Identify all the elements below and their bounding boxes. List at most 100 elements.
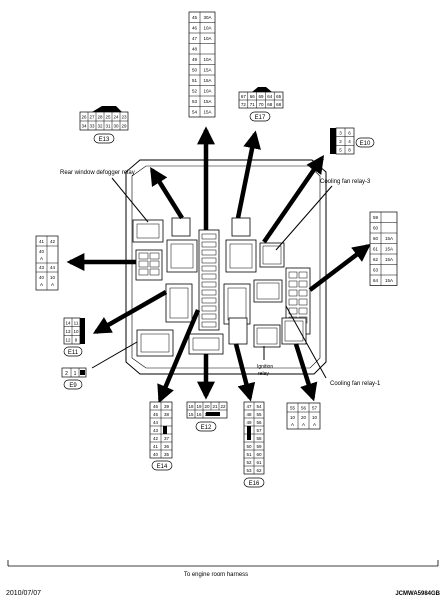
e16-pin: 48	[246, 412, 252, 417]
e9-cell-1: 1	[74, 371, 77, 377]
e17-pin: 65	[276, 94, 282, 99]
e16-pin: 47	[246, 404, 252, 409]
fuse-rating: 10A	[203, 89, 211, 94]
relay-left	[166, 239, 198, 273]
leader-e9	[91, 341, 138, 369]
connector-e11-label: E11	[68, 350, 79, 356]
fuse-rating: 15A	[385, 247, 393, 252]
fuse-number: 60	[373, 236, 379, 241]
e10-pin: 2	[339, 139, 342, 144]
e11-pin: 11	[74, 320, 79, 325]
fuse-number: 53	[192, 99, 198, 104]
fuse-rating-unit: A	[291, 422, 294, 427]
e12-pin: 20	[204, 404, 210, 409]
e14-pin: 35	[164, 452, 170, 457]
e14-pin: 37	[164, 436, 170, 441]
relay-right	[225, 239, 257, 273]
relay-right-mid	[253, 279, 283, 303]
fuse-rating: 10A	[203, 26, 211, 31]
e10-pin: 4	[348, 139, 351, 144]
e17-pin: 72	[241, 102, 247, 107]
small-relay-top-left	[171, 217, 191, 237]
e13-pin: 23	[121, 115, 127, 120]
harness-label: To engine room harness	[184, 572, 248, 578]
e11-pin: 9	[75, 338, 78, 343]
e10-pin: 3	[339, 130, 342, 135]
e16-pin: 52	[246, 460, 252, 465]
e16-pin: 55	[256, 412, 262, 417]
fuse-number: 42	[50, 239, 56, 244]
e16-pin: 54	[256, 404, 262, 409]
fuse-number: 41	[39, 239, 45, 244]
e16-pin: 50	[246, 444, 252, 449]
e12-pin: 19	[196, 404, 202, 409]
connector-e13-label: E13	[99, 137, 110, 143]
e11-pin: 12	[65, 338, 71, 343]
connector-e12-label: E12	[201, 425, 212, 431]
connector-housing-e16	[223, 283, 251, 325]
fuse-rating-unit: A	[313, 422, 316, 427]
e17-pin: 64	[267, 94, 273, 99]
connector-e9-label: E9	[69, 383, 77, 389]
fuse-number: 48	[192, 47, 198, 52]
label-rear-defogger-relay: Rear window defogger relay	[60, 170, 135, 176]
label-ignition-relay-2: relay	[258, 371, 269, 377]
leader-cooling-fan-relay-1	[285, 305, 327, 379]
e17-pin: 67	[241, 94, 247, 99]
fuse-number: 52	[192, 89, 198, 94]
e14-pin: 38	[164, 412, 170, 417]
e13-pin: 31	[105, 124, 111, 129]
box-internal-components	[132, 217, 311, 357]
e14-pin: 46	[153, 404, 159, 409]
fuse-number: 47	[192, 36, 198, 41]
e16-pin: 60	[256, 452, 262, 457]
fuse-number: 45	[192, 15, 198, 20]
fuse-rating: 40	[39, 249, 45, 254]
fuse-rating-unit: A	[40, 282, 43, 287]
e16-pin: 53	[246, 468, 252, 473]
fuse-number: 61	[373, 247, 379, 252]
e13-pin: 27	[89, 115, 95, 120]
label-ignition-relay-1: Ignition	[257, 364, 273, 370]
e13-pin: 33	[89, 124, 95, 129]
e16-pin: 58	[256, 436, 262, 441]
connector-housing-e11	[165, 283, 193, 323]
e17-pin: 68	[267, 102, 273, 107]
fuse-rating: 15A	[203, 78, 211, 83]
e12-pin: 15	[188, 412, 194, 417]
fuse-number: 60	[373, 226, 379, 231]
fuse-number: 50	[192, 68, 198, 73]
fuse-number: 51	[192, 78, 198, 83]
fuse-rating: 40	[39, 275, 45, 280]
e14-pin: 43	[153, 428, 159, 433]
e17-pin: 70	[258, 102, 264, 107]
fuse-rating: 15A	[385, 236, 393, 241]
e14-pin: 40	[153, 452, 159, 457]
connector-e14-label: E14	[157, 464, 168, 470]
fuse-number: 55	[290, 406, 296, 411]
fuse-number: 44	[50, 265, 56, 270]
fuse-rating: 10	[312, 415, 318, 420]
fuse-rating: 10	[290, 415, 296, 420]
e11-pin: 14	[65, 320, 71, 325]
small-relay-top-right	[231, 217, 251, 237]
e17-pin: 68	[276, 102, 282, 107]
e14-pin: 39	[164, 404, 170, 409]
e16-pin: 49	[246, 420, 252, 425]
e13-pin: 34	[81, 124, 87, 129]
e11-pin: 13	[65, 329, 71, 334]
fuse-rating: 10A	[203, 57, 211, 62]
footer-date: 2010/07/07	[6, 590, 42, 597]
e12-pin: 22	[220, 404, 226, 409]
leader-defogger	[111, 177, 149, 223]
e14-pin: 44	[153, 420, 159, 425]
e13-pin: 25	[105, 115, 111, 120]
e17-pin: 69	[258, 94, 264, 99]
e13-pin: 32	[97, 124, 103, 129]
fuse-rating: 15A	[385, 278, 393, 283]
